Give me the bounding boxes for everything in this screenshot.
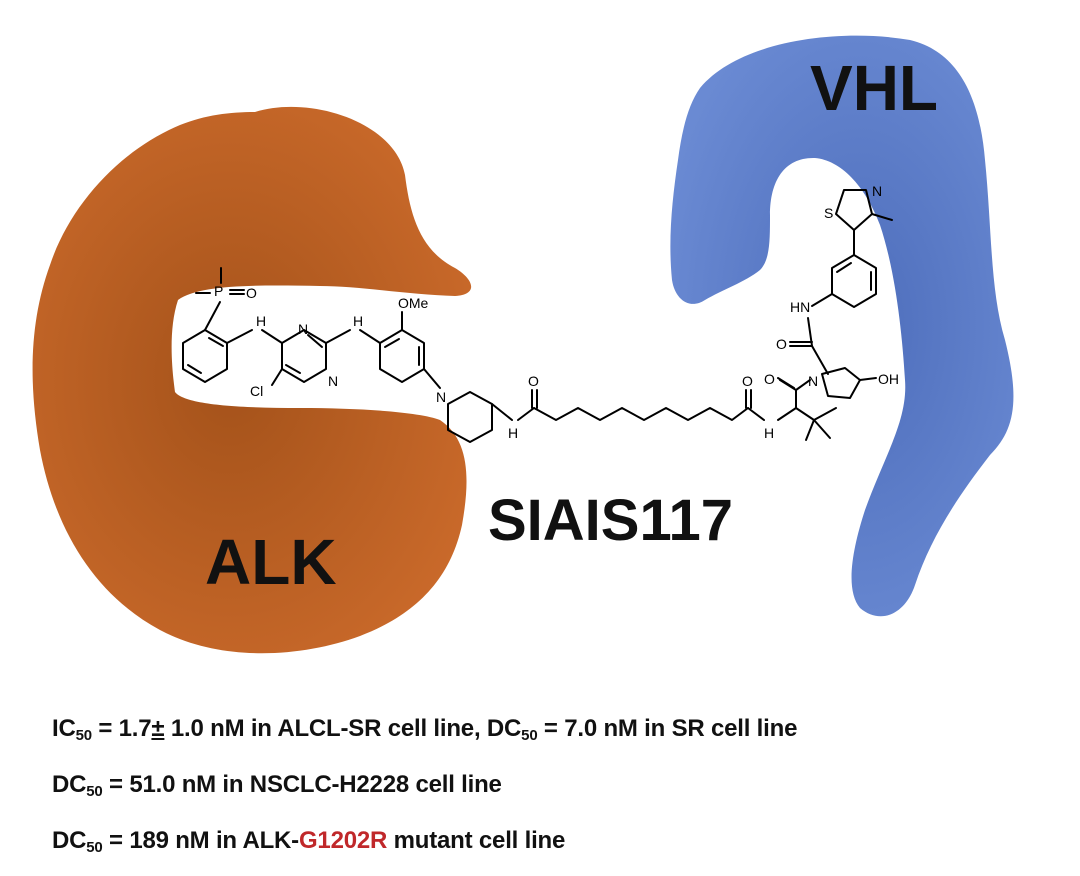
- atom-n-pyrrolidine: N: [808, 373, 818, 389]
- dc-value-sr: = 7.0 nM in SR cell line: [537, 715, 798, 742]
- atom-oxygen-amide-2: O: [742, 373, 753, 389]
- atom-hydroxyl: OH: [878, 371, 899, 387]
- atom-sulfur: S: [824, 205, 833, 221]
- dc-label-3: DC: [52, 827, 87, 854]
- atom-n-pyr-1: N: [298, 321, 308, 337]
- atom-n-thiazole: N: [872, 183, 882, 199]
- atom-nh-2: H: [353, 313, 363, 329]
- atom-nh-amide-2: H: [764, 425, 774, 441]
- atom-oxygen-po: O: [246, 285, 257, 301]
- ic-description: 1.0 nM in ALCL-SR cell line, DC: [164, 715, 522, 742]
- ic-subscript: 50: [75, 727, 93, 744]
- result-line-3: DC50 = 189 nM in ALK-G1202R mutant cell …: [52, 827, 565, 856]
- dc-subscript-3: 50: [86, 839, 103, 856]
- atom-n-pyr-2: N: [328, 373, 338, 389]
- atom-nh-amide-1: H: [508, 425, 518, 441]
- atom-oxygen-tle: O: [764, 371, 775, 387]
- atom-chloro: Cl: [250, 383, 263, 399]
- dc-subscript-2: 50: [86, 783, 103, 800]
- atom-nh-1: H: [256, 313, 266, 329]
- alk-protein-shape: [32, 106, 472, 654]
- result-line-1: IC50 = 1.7± 1.0 nM in ALCL-SR cell line,…: [52, 715, 797, 744]
- atom-methoxy: OMe: [398, 295, 429, 311]
- mutation-label: G1202R: [298, 827, 388, 854]
- dc-subscript-1: 50: [521, 727, 538, 744]
- dc-value-h2228: = 51.0 nM in NSCLC-H2228 cell line: [102, 771, 502, 798]
- atom-phosphorus: P: [214, 283, 223, 299]
- ic-value: = 1.7: [91, 715, 152, 742]
- ic-label: IC: [52, 715, 76, 742]
- dc-label-2: DC: [52, 771, 87, 798]
- atom-hn-benzyl: HN: [790, 299, 810, 315]
- vhl-protein-shape: [670, 35, 1014, 617]
- mutant-description: mutant cell line: [387, 827, 566, 854]
- compound-name: SIAIS117: [488, 488, 733, 553]
- result-line-2: DC50 = 51.0 nM in NSCLC-H2228 cell line: [52, 771, 502, 800]
- atom-oxygen-amide-1: O: [528, 373, 539, 389]
- chemical-structure: P O H N N Cl H OMe N H: [182, 183, 899, 443]
- atom-oxygen-carbox: O: [776, 336, 787, 352]
- dc-value-mutant: = 189 nM in ALK-: [102, 827, 299, 854]
- alk-label: ALK: [205, 526, 337, 598]
- vhl-label: VHL: [810, 52, 938, 124]
- atom-n-pip: N: [436, 389, 446, 405]
- plus-minus-symbol: ±: [151, 715, 165, 742]
